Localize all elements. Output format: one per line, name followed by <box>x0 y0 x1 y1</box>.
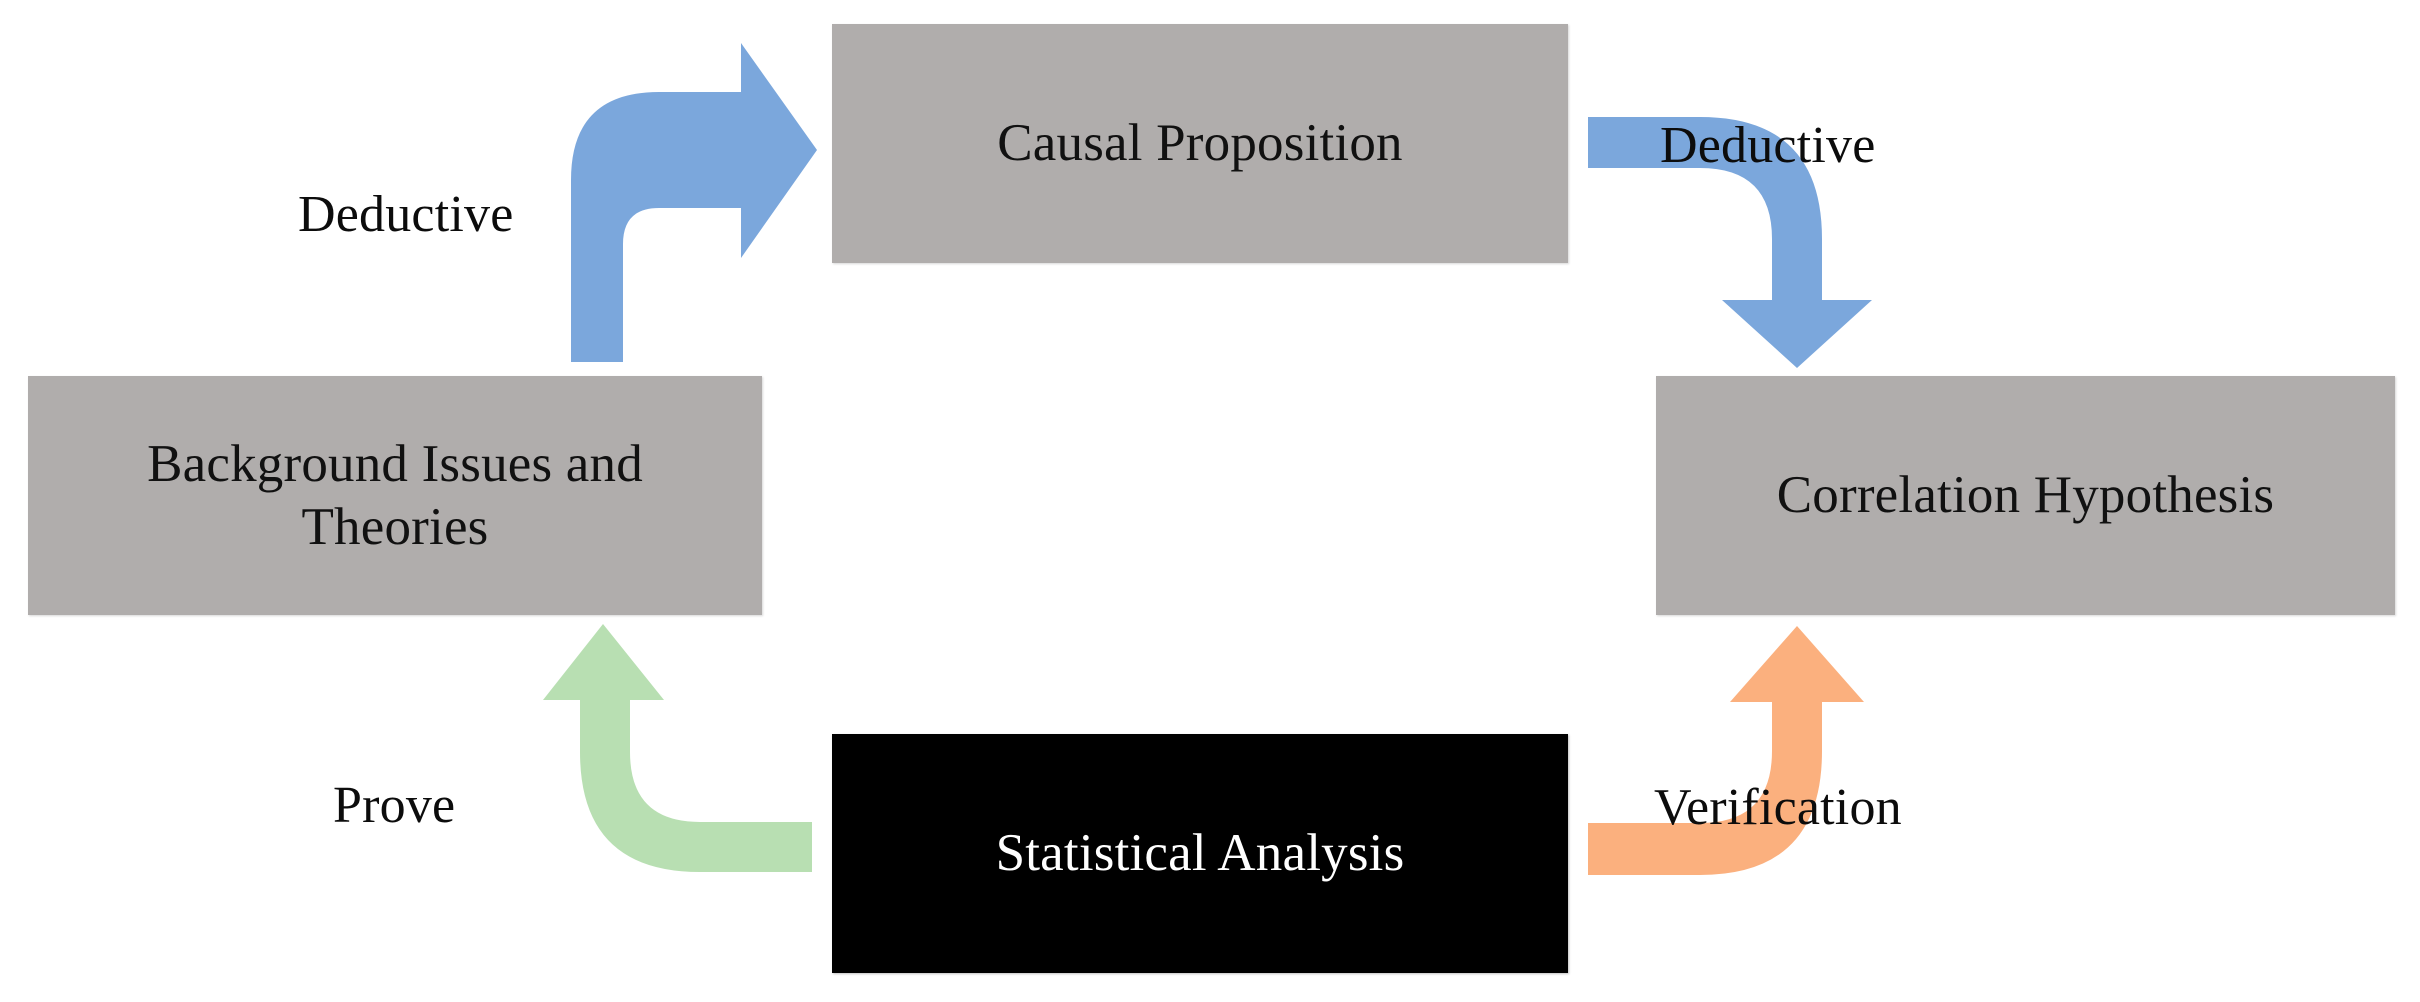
arrow-verification <box>1588 626 1864 875</box>
edge-label-deductive-right: Deductive <box>1660 117 1876 174</box>
node-background-issues[interactable]: Background Issues and Theories <box>28 376 762 615</box>
node-statistical-analysis-label: Statistical Analysis <box>995 824 1405 883</box>
node-causal-proposition[interactable]: Causal Proposition <box>832 24 1568 263</box>
edge-label-prove: Prove <box>333 777 456 834</box>
edge-label-verification: Verification <box>1654 779 1902 836</box>
arrow-prove <box>543 624 812 872</box>
node-statistical-analysis[interactable]: Statistical Analysis <box>832 734 1568 973</box>
arrow-deductive-left <box>571 43 817 362</box>
node-correlation-hypothesis[interactable]: Correlation Hypothesis <box>1656 376 2395 615</box>
node-background-issues-label: Background Issues and Theories <box>147 434 643 556</box>
node-causal-proposition-label: Causal Proposition <box>997 114 1403 173</box>
edge-label-deductive-left: Deductive <box>298 186 514 243</box>
node-correlation-hypothesis-label: Correlation Hypothesis <box>1776 466 2275 525</box>
